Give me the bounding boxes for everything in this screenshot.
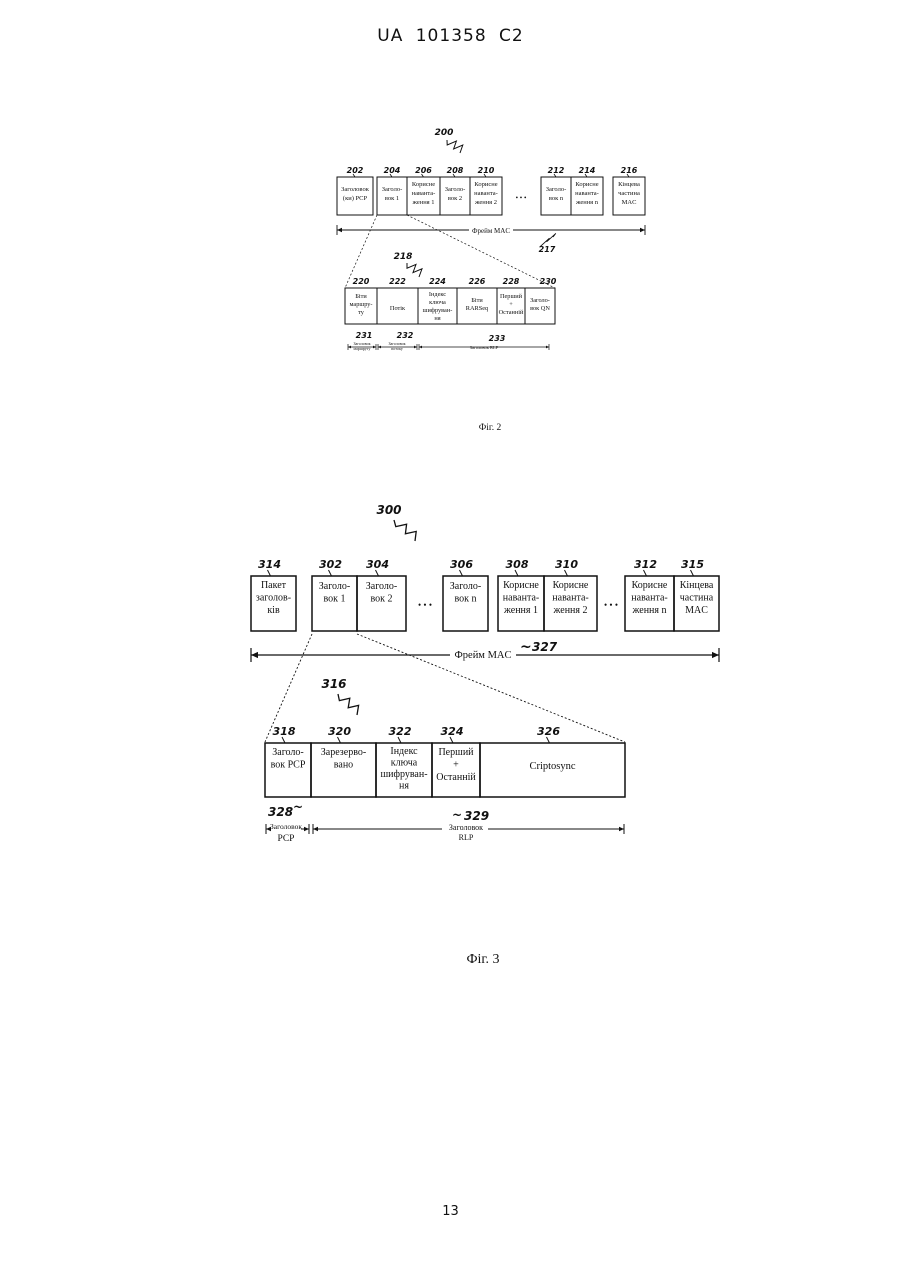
fig3-subcell-text-324: Перший: [438, 747, 474, 758]
fig3-subcell-text-324: +: [453, 760, 459, 771]
fig3-ref-315: 315: [681, 558, 704, 571]
fig3-cell-text-302: Заголо-: [319, 581, 351, 592]
fig3-cell-text-312: ження n: [631, 605, 666, 616]
fig3-subcell-text-320: Зарезерво-: [321, 747, 366, 758]
fig3-ellipsis-2: • • •: [604, 600, 618, 610]
fig3-ref-316-arrow: [338, 694, 359, 715]
fig3-ref-300: 300: [376, 503, 401, 517]
fig3-caption: Фіг. 3: [466, 952, 499, 967]
fig3-ref-329: 329: [464, 809, 489, 823]
fig3-cell-text-310: ження 2: [552, 605, 587, 616]
fig3-cell-text-308: ження 1: [503, 605, 538, 616]
fig3-ref-328-mark: ~: [293, 800, 303, 814]
fig3-ellipsis-1: • • •: [418, 600, 432, 610]
fig3-subcell-text-326: Criptosync: [529, 761, 575, 772]
fig3-frame-arrow-head-left: [251, 652, 258, 658]
fig3-ref-312: 312: [634, 558, 657, 571]
fig3-cell-text-315: частина: [680, 593, 714, 604]
fig3-ref-302: 302: [319, 558, 342, 571]
fig3-cell-text-315: Кінцева: [680, 580, 714, 591]
figure-3-diagram: 300 314Пакет заголов-ків 302Заголо-вок 1 304…: [0, 0, 901, 1000]
fig3-cell-text-304: вок 2: [370, 594, 392, 605]
fig3-subcell-text-322: шифруван-: [380, 769, 427, 780]
fig3-ref-306: 306: [450, 558, 473, 571]
fig3-cell-text-310: Корисне: [553, 580, 589, 591]
fig3-ref-310: 310: [555, 558, 578, 571]
fig3-cell-text-312: Корисне: [632, 580, 668, 591]
fig3-ref-300-arrow: [394, 520, 416, 541]
fig3-ref-329-mark: ~: [452, 808, 462, 822]
fig3-cell-text-312: наванта-: [631, 593, 667, 604]
fig3-ref-322: 322: [389, 725, 412, 738]
fig3-subcell-text-322: Індекс: [390, 746, 418, 757]
fig3-cell-text-314: ків: [267, 605, 280, 616]
fig3-cell-text-306: вок n: [454, 594, 476, 605]
fig3-ref-324: 324: [441, 725, 464, 738]
fig3-cell-text-314: заголов-: [256, 593, 291, 604]
fig3-cell-text-304: Заголо-: [366, 581, 398, 592]
fig3-ref-320: 320: [328, 725, 351, 738]
fig3-span-329-label: Заголовок: [449, 823, 483, 832]
fig3-cell-text-310: наванта-: [552, 593, 588, 604]
fig3-subcell-text-318: Заголо-: [272, 747, 304, 758]
fig3-span-328-head-right: [304, 827, 309, 832]
fig3-span-329-label: RLP: [459, 833, 474, 842]
fig3-cell-text-306: Заголо-: [450, 581, 482, 592]
fig3-cell-text-315: MAC: [685, 605, 708, 616]
page-number: 13: [0, 1204, 901, 1219]
fig3-cell-text-302: вок 1: [323, 594, 345, 605]
fig3-ref-318: 318: [273, 725, 296, 738]
fig3-span-328-label: Заголовок: [270, 822, 302, 831]
fig3-ref-314: 314: [258, 558, 281, 571]
fig3-ref-327-mark: ~: [520, 639, 532, 655]
fig3-frame-label: Фрейм MAC: [454, 650, 511, 661]
fig3-subcell-text-324: Останній: [436, 772, 476, 783]
fig3-cell-text-308: Корисне: [503, 580, 539, 591]
fig3-frame-arrow-head-right: [712, 652, 719, 658]
fig3-span-329-head-right: [619, 827, 624, 832]
fig3-subcell-text-322: ня: [399, 781, 409, 792]
fig3-ref-304: 304: [366, 558, 389, 571]
fig3-ref-327: 327: [532, 640, 558, 654]
fig3-cell-text-314: Пакет: [261, 580, 287, 591]
fig3-cell-text-308: наванта-: [503, 593, 539, 604]
fig3-subcell-text-322: ключа: [391, 758, 418, 769]
fig3-ref-308: 308: [506, 558, 529, 571]
fig3-ref-316: 316: [321, 677, 346, 691]
fig3-ref-328: 328: [268, 805, 293, 819]
fig3-subcell-text-320: вано: [334, 760, 353, 771]
fig3-subcell-text-318: вок PCP: [271, 760, 306, 771]
fig3-span-329-head-left: [313, 827, 318, 832]
fig3-ref-326: 326: [537, 725, 560, 738]
fig3-span-328-label: PCP: [278, 834, 295, 844]
